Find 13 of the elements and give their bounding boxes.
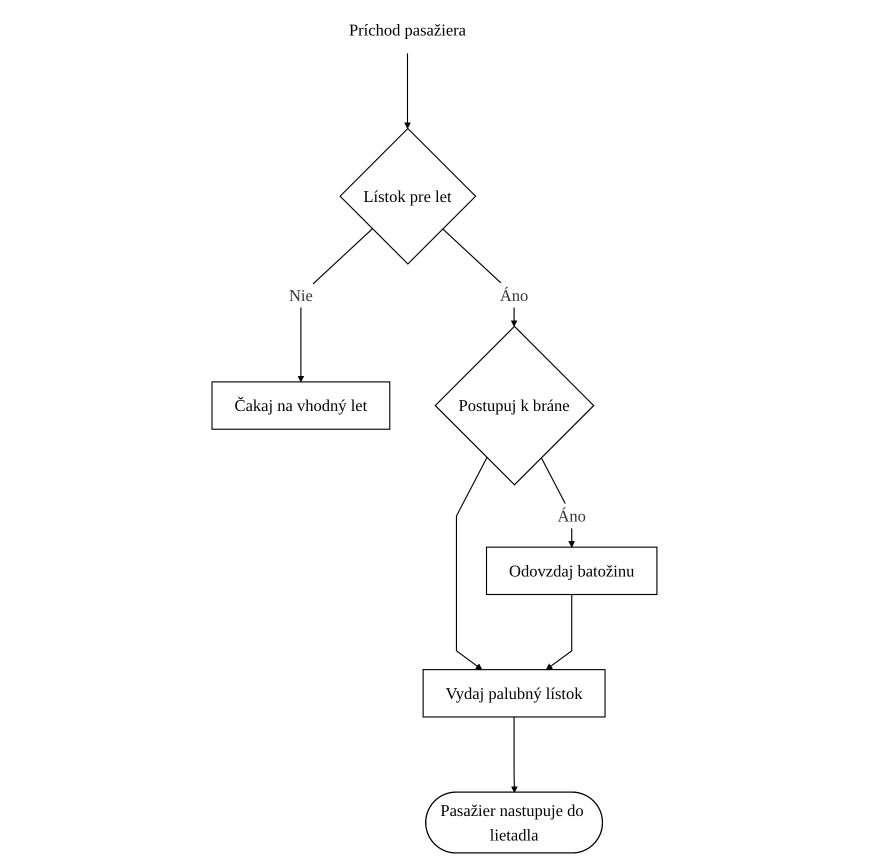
edge-label: Nie xyxy=(288,286,313,305)
arrow xyxy=(456,457,488,670)
arrow xyxy=(546,594,572,670)
arrow xyxy=(404,53,411,129)
node-diamond: Lístok pre let xyxy=(339,128,476,265)
edge-label: Áno xyxy=(558,506,586,526)
node-text: Príchod pasažiera xyxy=(349,20,466,40)
node-diamond: Postupuj k bráne xyxy=(434,326,595,486)
node-box: Odovzdaj batožinu xyxy=(486,546,658,596)
node-box: Čakaj na vhodný let xyxy=(211,381,390,430)
edge-label: Áno xyxy=(500,286,528,305)
node-box: Vydaj palubný lístok xyxy=(422,669,606,718)
arrow xyxy=(511,716,518,793)
